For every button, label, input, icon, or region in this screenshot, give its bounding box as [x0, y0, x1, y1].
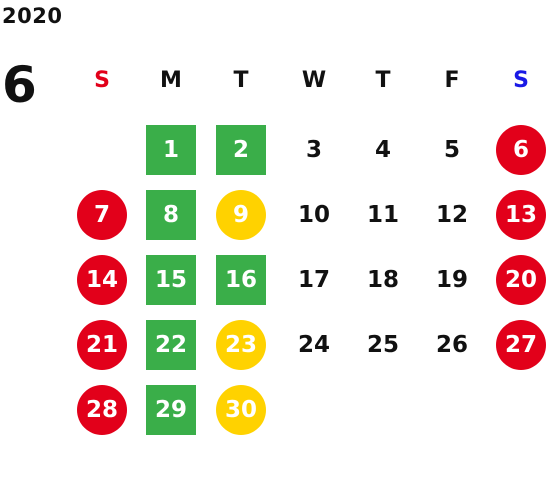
calendar-day-9: 9	[216, 190, 266, 240]
calendar-day-18: 18	[366, 266, 399, 293]
calendar-day-11: 11	[366, 201, 399, 228]
calendar-day-6: 6	[496, 125, 546, 175]
calendar-day-19: 19	[435, 266, 468, 293]
calendar-day-2: 2	[216, 125, 266, 175]
calendar-day-3: 3	[305, 136, 322, 163]
calendar-day-25: 25	[366, 331, 399, 358]
calendar-day-26: 26	[435, 331, 468, 358]
calendar-day-1: 1	[146, 125, 196, 175]
calendar-day-16: 16	[216, 255, 266, 305]
month-number: 6	[2, 56, 37, 114]
calendar-day-29: 29	[146, 385, 196, 435]
weekday-saturday: S	[513, 68, 529, 93]
calendar-day-10: 10	[297, 201, 330, 228]
weekday-header: S M T W T F S	[0, 66, 548, 96]
weekday-tuesday: T	[233, 68, 249, 93]
weekday-wednesday: W	[301, 68, 327, 93]
calendar-day-13: 13	[496, 190, 546, 240]
calendar-day-12: 12	[435, 201, 468, 228]
calendar-day-24: 24	[297, 331, 330, 358]
calendar-day-17: 17	[297, 266, 330, 293]
calendar-day-23: 23	[216, 320, 266, 370]
calendar-day-5: 5	[443, 136, 460, 163]
calendar-day-15: 15	[146, 255, 196, 305]
calendar-day-22: 22	[146, 320, 196, 370]
weekday-friday: F	[444, 68, 460, 93]
calendar-day-20: 20	[496, 255, 546, 305]
weekday-thursday: T	[375, 68, 391, 93]
weekday-sunday: S	[94, 68, 110, 93]
weekday-monday: M	[160, 68, 182, 93]
calendar-day-30: 30	[216, 385, 266, 435]
calendar-day-21: 21	[77, 320, 127, 370]
calendar-day-8: 8	[146, 190, 196, 240]
calendar-day-14: 14	[77, 255, 127, 305]
calendar-day-28: 28	[77, 385, 127, 435]
calendar-day-7: 7	[77, 190, 127, 240]
calendar-day-27: 27	[496, 320, 546, 370]
calendar-day-4: 4	[374, 136, 391, 163]
year-label: 2020	[2, 4, 63, 28]
